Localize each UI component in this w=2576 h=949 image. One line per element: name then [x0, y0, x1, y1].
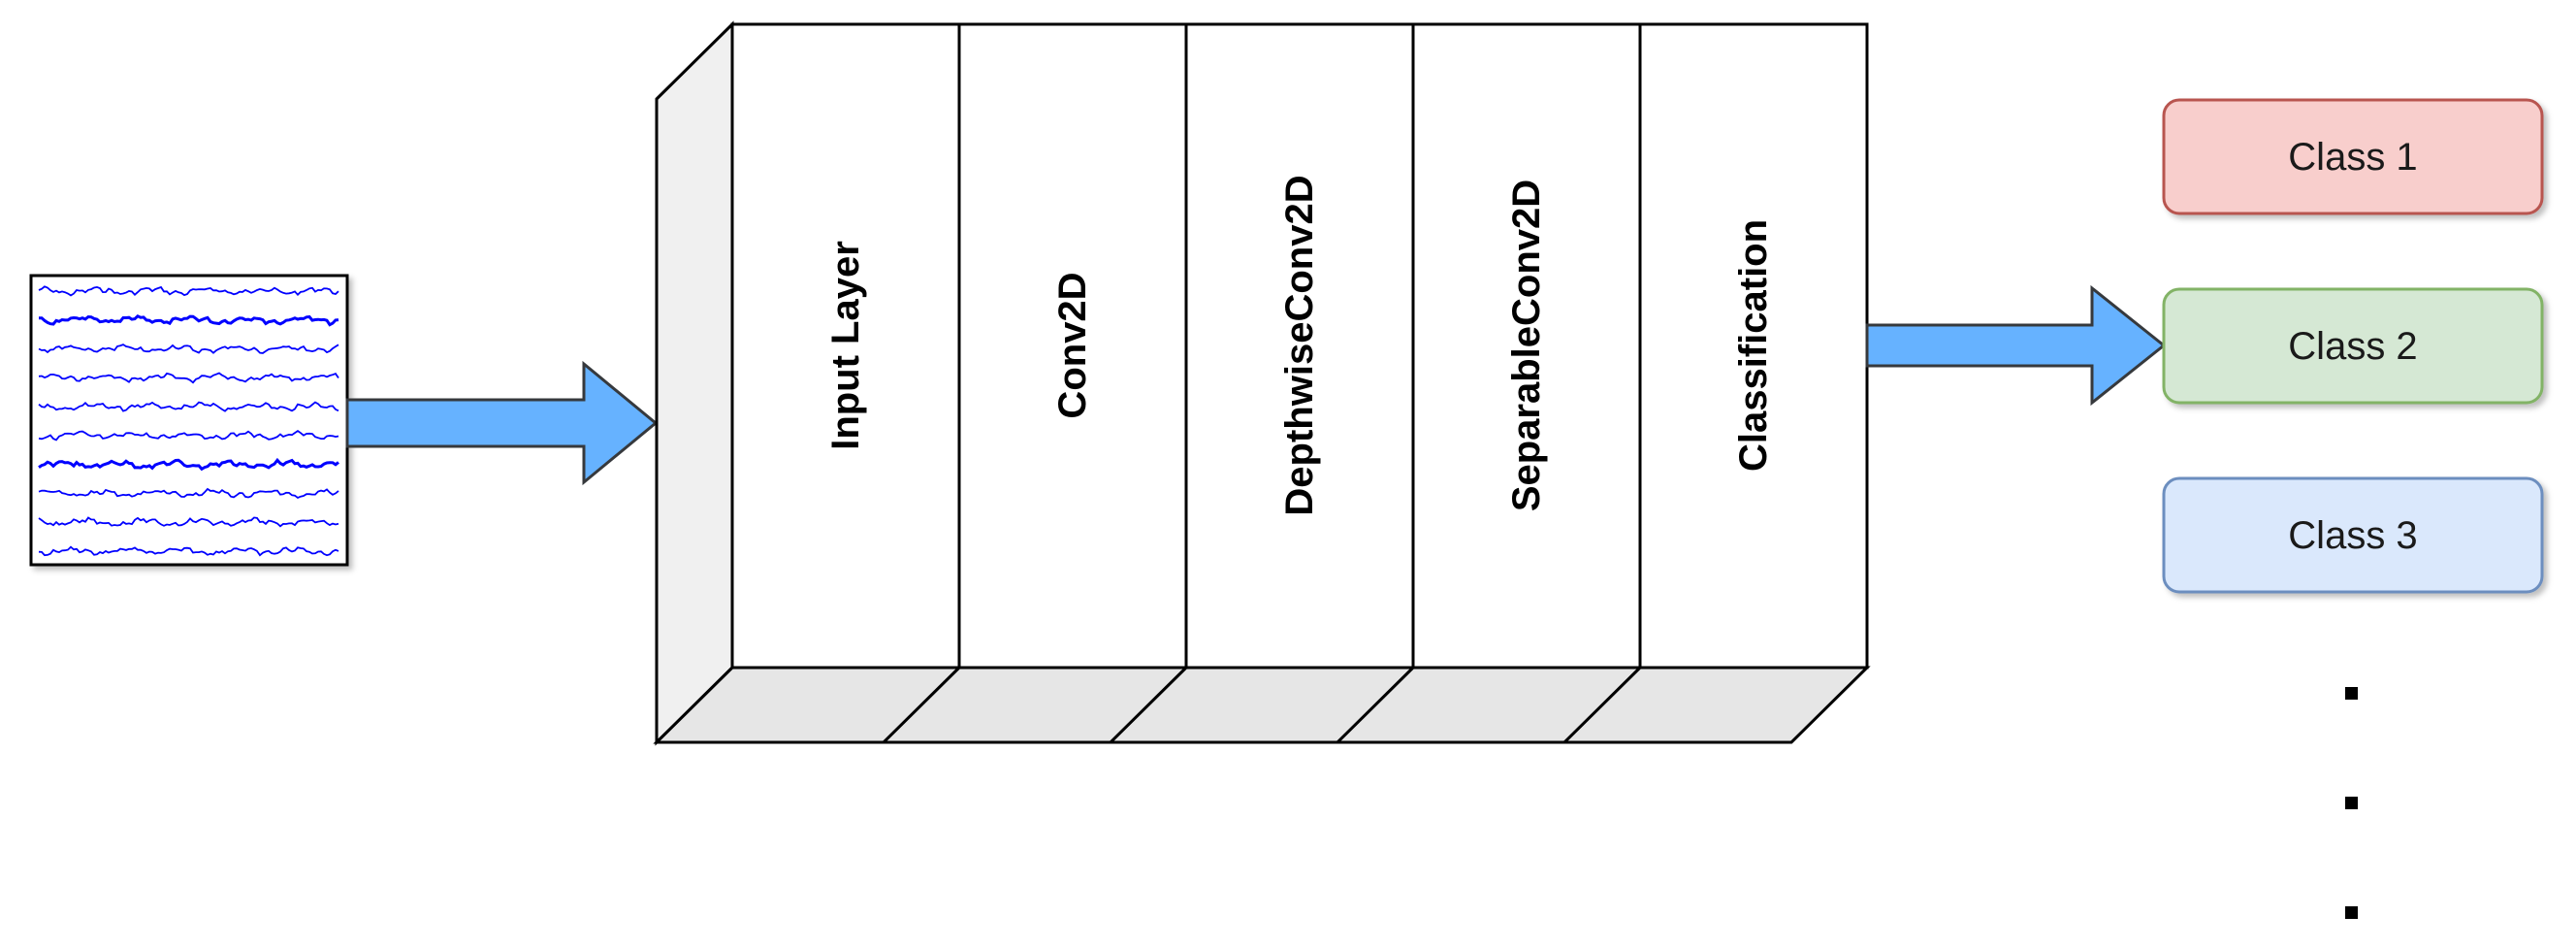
output-arrow — [1865, 284, 2167, 407]
layer-label-separable-conv2d: SeparableConv2D — [1505, 180, 1548, 511]
layer-label-input: Input Layer — [824, 241, 867, 450]
model-block-side-face — [655, 20, 734, 746]
model-block-bottom-face — [653, 666, 1871, 744]
eeg-traces — [38, 285, 339, 557]
eeg-image-frame — [29, 274, 349, 567]
eeg-signal-image — [29, 274, 349, 567]
layer-label-classification: Classification — [1732, 219, 1775, 472]
eeg-trace-line — [38, 372, 339, 384]
layer-label-depthwise-conv2d: DepthwiseConv2D — [1278, 175, 1321, 515]
layer-dividers — [882, 24, 1642, 744]
model-block: Input Layer Conv2D DepthwiseConv2D Separ… — [653, 20, 1871, 746]
eeg-trace-line — [38, 545, 339, 557]
class-label-2: Class 2 — [2288, 325, 2417, 368]
more-classes-ellipsis — [2345, 687, 2358, 919]
eeg-trace-line — [38, 487, 339, 500]
eeg-trace-line — [38, 516, 339, 528]
ellipsis-dot — [2345, 687, 2358, 700]
ellipsis-dot — [2345, 906, 2358, 919]
eeg-trace-line — [38, 457, 339, 472]
class-box-3: Class 3 — [2162, 476, 2544, 594]
ellipsis-dot — [2345, 797, 2358, 809]
model-block-front-face — [730, 22, 1869, 670]
input-arrow — [345, 360, 659, 486]
class-box-2: Class 2 — [2162, 287, 2544, 405]
eeg-trace-line — [38, 285, 339, 297]
eeg-trace-line — [39, 314, 339, 327]
eeg-trace-line — [38, 344, 339, 354]
class-label-3: Class 3 — [2288, 514, 2417, 557]
class-label-1: Class 1 — [2288, 136, 2417, 179]
eeg-trace-line — [38, 401, 339, 412]
layer-label-conv2d: Conv2D — [1051, 272, 1094, 418]
eeg-trace-line — [38, 430, 339, 442]
class-box-1: Class 1 — [2162, 98, 2544, 215]
